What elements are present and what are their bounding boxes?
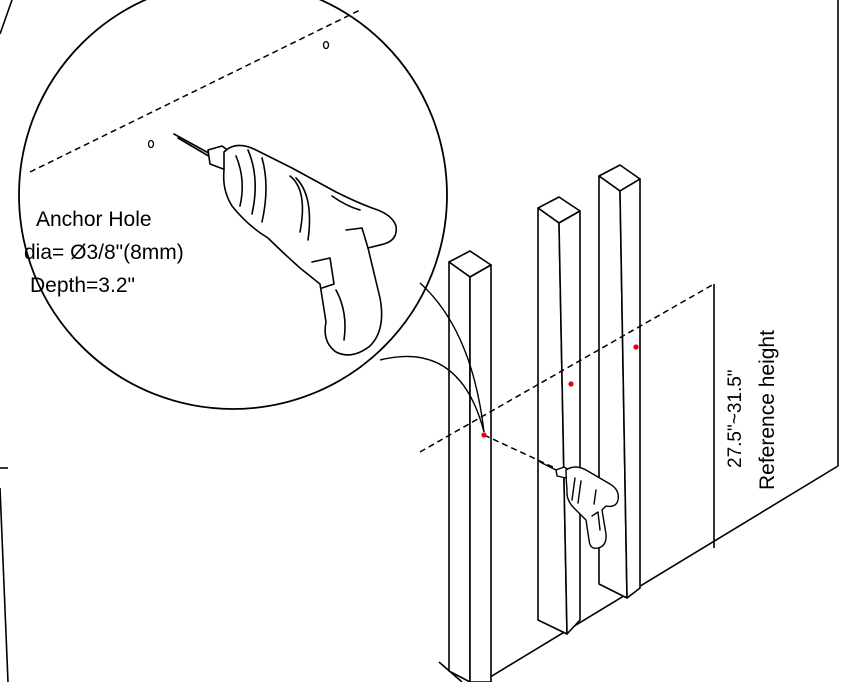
anchor-marks: [481, 344, 639, 438]
anchor-mark-1: [481, 432, 487, 438]
anchor-hole-depth: Depth=3.2": [30, 274, 135, 297]
callout-reference-line: [29, 9, 361, 173]
height-range-label: 27.5"~31.5": [725, 369, 746, 468]
anchor-hole-title: Anchor Hole: [36, 208, 152, 231]
drill-icon: [539, 461, 620, 550]
wall-stud-1: [448, 250, 492, 682]
anchor-hole-mark-2: [322, 40, 330, 50]
anchor-mark-2: [568, 381, 574, 387]
drill-icon: [173, 133, 398, 356]
reference-line: [419, 283, 715, 469]
reference-height-label: Reference height: [756, 330, 779, 490]
wall-stud-2: [537, 196, 581, 635]
magnified-callout: Anchor Hole dia= Ø3/8"(8mm) Depth=3.2": [18, 0, 485, 433]
anchor-hole-diameter: dia= Ø3/8"(8mm): [24, 241, 184, 264]
callout-leader-lines: [379, 282, 485, 433]
anchor-hole-mark-1: [147, 139, 155, 149]
anchor-mark-3: [633, 344, 639, 350]
